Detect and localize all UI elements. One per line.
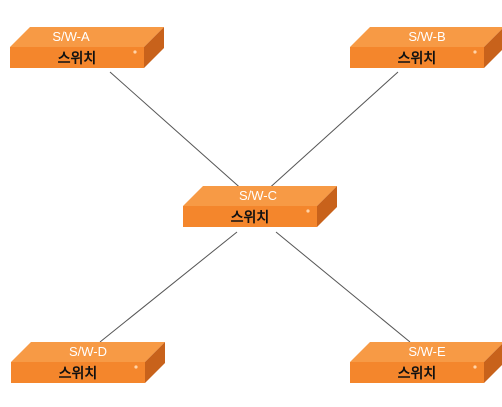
link-sw-a-to-sw-c [109,71,246,193]
link-sw-e-to-sw-c [275,231,411,343]
switch-name: S/W-C [239,188,277,203]
link-sw-d-to-sw-c [99,231,238,343]
switch-label: 스위치 [398,366,437,382]
switch-sw-a[interactable]: S/W-A 스위치 [10,27,164,68]
switch-name: S/W-B [408,29,445,44]
switch-side-face [144,27,164,68]
switch-label: 스위치 [59,366,98,382]
switch-top-face [11,342,165,362]
switch-top-face [350,342,502,362]
status-led-icon [133,50,137,54]
status-led-icon [473,365,477,369]
link-sw-b-to-sw-c [264,71,399,193]
status-led-icon [134,365,138,369]
status-led-icon [473,50,477,54]
switch-label: 스위치 [398,51,437,67]
switch-side-face [484,29,502,68]
switch-side-face [145,342,165,383]
switch-front-face [183,206,317,227]
switch-front-face [350,362,484,383]
switch-sw-e[interactable]: S/W-E 스위치 [350,342,502,383]
switch-front-face [350,47,484,68]
switch-name: S/W-E [408,344,446,359]
switch-front-face [11,362,145,383]
links-layer [99,71,411,343]
switch-label: 스위치 [231,210,270,226]
switch-sw-c[interactable]: S/W-C 스위치 [183,186,337,227]
switch-top-face [183,186,337,206]
switch-top-face [10,27,164,47]
switch-top-face [350,27,502,47]
status-led-icon [306,209,310,213]
switch-side-face [484,344,502,383]
switch-label: 스위치 [58,51,97,67]
switch-name: S/W-A [52,29,90,44]
switch-side-face [317,186,337,227]
switch-name: S/W-D [69,344,107,359]
switch-front-face [10,47,144,68]
switch-sw-b[interactable]: S/W-B 스위치 [350,27,502,68]
switch-sw-d[interactable]: S/W-D 스위치 [11,342,165,383]
